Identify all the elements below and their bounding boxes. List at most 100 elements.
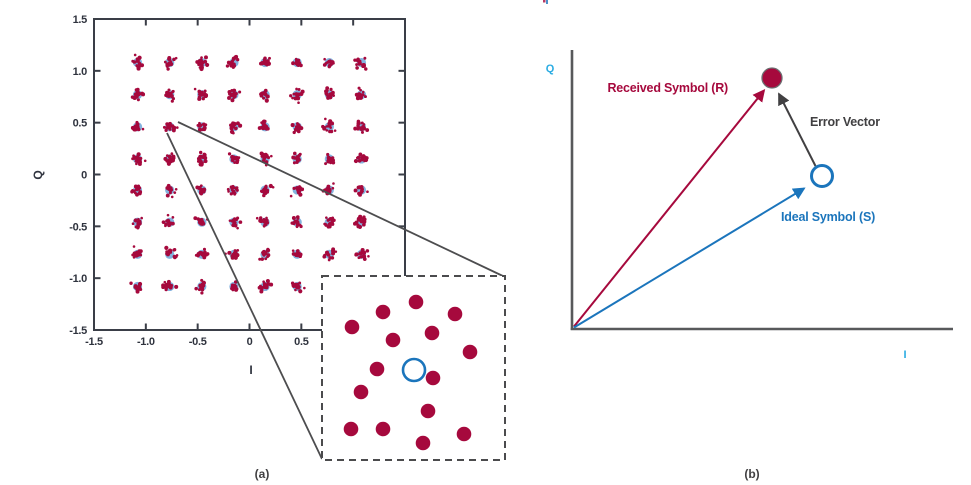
received-sample-dot	[354, 252, 359, 257]
received-sample-dot	[291, 155, 296, 160]
received-sample-dot	[260, 257, 265, 261]
received-sample-dot	[293, 127, 299, 132]
received-sample-dot	[231, 184, 235, 188]
received-sample-dot	[361, 190, 364, 193]
received-sample-dot	[174, 284, 179, 289]
received-sample-dot	[236, 58, 240, 62]
received-sample-dot	[166, 279, 171, 284]
received-sample-dot	[131, 222, 135, 226]
received-sample-dot	[294, 57, 298, 61]
received-sample-dot	[199, 184, 203, 188]
received-sample-dot	[328, 96, 332, 100]
received-sample-dot	[202, 247, 207, 251]
received-sample-dot	[164, 158, 168, 162]
zoomed-sample-dot	[375, 421, 391, 437]
received-sample-dot	[296, 96, 301, 101]
top-edge-artifact	[543, 0, 548, 4]
received-sample-dot	[161, 220, 166, 225]
received-sample-dot	[262, 250, 267, 255]
received-sample-outlier	[289, 194, 293, 198]
received-sample-dot	[296, 286, 300, 290]
received-sample-outlier	[271, 185, 275, 189]
received-sample-dot	[262, 96, 266, 100]
received-sample-dot	[168, 62, 172, 66]
received-sample-dot	[324, 162, 328, 166]
received-sample-dot	[230, 59, 234, 63]
received-sample-dot	[259, 219, 263, 224]
received-sample-dot	[164, 128, 168, 132]
zoom-inset-dots	[343, 294, 478, 451]
received-sample-dot	[298, 223, 302, 227]
received-sample-dot	[232, 88, 237, 93]
received-sample-dot	[267, 282, 271, 286]
received-sample-dot	[204, 123, 208, 127]
received-sample-dot	[358, 94, 362, 98]
received-sample-dot	[355, 63, 359, 67]
b-q-axis-label: Q	[546, 63, 555, 75]
received-sample-dot	[135, 192, 139, 197]
received-sample-dot	[162, 125, 166, 129]
received-sample-dot	[264, 184, 268, 188]
received-sample-dot	[359, 127, 364, 132]
received-sample-dot	[165, 193, 170, 198]
received-sample-dot	[135, 126, 139, 131]
received-sample-dot	[295, 220, 300, 225]
received-sample-dot	[136, 93, 139, 97]
received-sample-dot	[296, 283, 300, 287]
received-symbol-label: Received Symbol (R)	[607, 81, 728, 95]
received-sample-outlier	[143, 159, 147, 163]
received-sample-dot	[137, 186, 142, 190]
x-axis-label-a: I	[249, 363, 252, 377]
received-sample-dot	[229, 126, 234, 131]
received-sample-outlier	[166, 213, 170, 217]
received-sample-dot	[262, 193, 266, 198]
received-sample-dot	[167, 92, 172, 96]
received-sample-dot	[299, 92, 304, 96]
received-sample-outlier	[193, 87, 197, 91]
received-sample-dot	[365, 128, 370, 132]
received-sample-dot	[168, 121, 172, 126]
received-sample-dot	[197, 220, 202, 225]
received-sample-dot	[365, 249, 370, 253]
received-sample-dot	[137, 287, 141, 291]
received-sample-dot	[360, 130, 364, 134]
received-sample-dot	[193, 216, 198, 221]
received-sample-dot	[205, 62, 210, 67]
error-vector-arrow	[778, 92, 817, 167]
received-sample-dot	[200, 217, 204, 222]
x-tick-label: 0	[247, 336, 253, 348]
received-sample-dot	[259, 216, 263, 220]
received-sample-dot	[238, 90, 242, 94]
received-sample-dot	[200, 60, 205, 65]
received-sample-dot	[292, 186, 296, 190]
zoomed-sample-dot	[462, 344, 478, 360]
received-sample-dot	[358, 152, 363, 157]
received-sample-dot	[171, 158, 175, 163]
received-sample-dot	[200, 56, 203, 59]
received-sample-dot	[291, 96, 295, 100]
received-sample-dot	[356, 57, 360, 62]
zoomed-sample-dot	[447, 306, 463, 322]
received-sample-dot	[174, 187, 178, 191]
received-sample-dot	[328, 92, 333, 97]
received-sample-dot	[163, 280, 167, 284]
constellation-clusters	[129, 53, 370, 295]
received-sample-dot	[292, 285, 295, 288]
received-sample-dot	[362, 218, 366, 222]
received-sample-dot	[135, 162, 138, 166]
received-sample-dot	[262, 282, 267, 287]
received-sample-dot	[232, 94, 237, 99]
zoomed-sample-dot	[343, 421, 359, 437]
received-sample-dot	[331, 186, 335, 190]
received-sample-dot	[332, 218, 336, 223]
x-tick-label: -1.0	[137, 336, 155, 348]
x-tick-label: 0.5	[294, 336, 309, 348]
received-sample-dot	[264, 218, 269, 223]
received-sample-dot	[200, 189, 205, 194]
received-sample-dot	[261, 121, 266, 126]
received-sample-dot	[137, 55, 142, 60]
received-sample-dot	[171, 154, 176, 159]
received-sample-dot	[356, 217, 361, 222]
received-sample-outlier	[140, 216, 143, 220]
zoomed-sample-dot	[456, 426, 472, 442]
